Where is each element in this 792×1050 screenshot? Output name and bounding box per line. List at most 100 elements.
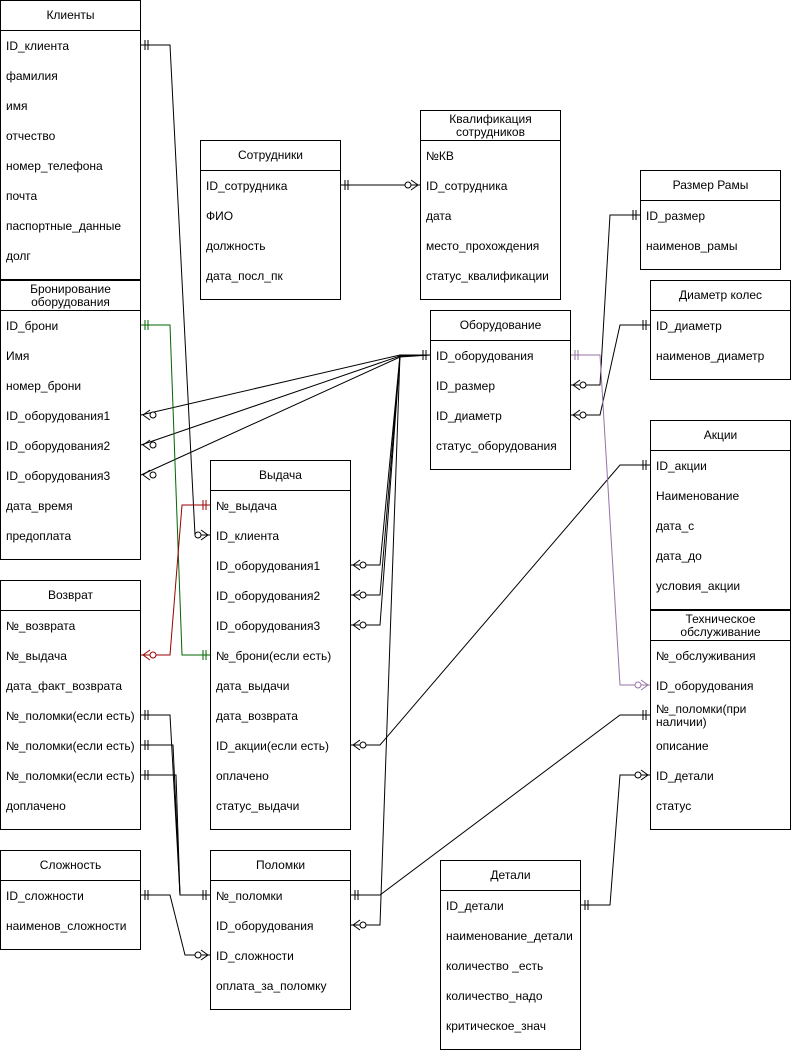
entity-field: наименов_сложности <box>6 918 127 933</box>
entity-field: ФИО <box>206 208 234 223</box>
entity-title: Акции <box>651 421 790 451</box>
entity-field: дата_факт_возврата <box>6 678 122 693</box>
entity-field: паспортные_данные <box>6 218 122 233</box>
entity-qualification: Квалификация сотрудников №КВ ID_сотрудника… <box>420 110 561 300</box>
entity-field: ID_сотрудника <box>206 178 288 193</box>
rel-issue-equipment-2 <box>351 350 430 601</box>
entity-field: ID_оборудования <box>656 678 754 693</box>
entity-field: №_возврата <box>6 618 76 633</box>
entity-field: дата_выдачи <box>216 678 290 693</box>
entity-field: №_выдача <box>216 498 277 513</box>
entity-title: Клиенты <box>1 1 140 31</box>
entity-field: наименов_диаметр <box>656 348 765 363</box>
entity-field: фамилия <box>6 68 58 83</box>
entity-field: условия_акции <box>656 578 741 593</box>
entity-title: Размер Рамы <box>641 171 780 201</box>
entity-field: ID_оборудования1 <box>6 408 111 423</box>
entity-title: Детали <box>441 861 580 891</box>
entity-field: дата_с <box>656 518 695 533</box>
rel-booking-equipment-1 <box>140 350 430 421</box>
entity-field: номер_телефона <box>6 158 103 173</box>
entity-field: ID_оборудования3 <box>216 618 321 633</box>
rel-return-breakdowns-2 <box>141 740 210 900</box>
entity-field: статус_выдачи <box>216 798 300 813</box>
entity-field: №КВ <box>426 148 454 163</box>
entity-field: ID_брони <box>6 318 59 333</box>
entity-field: ID_акции(если есть) <box>216 738 330 753</box>
rel-parts-maintenance <box>581 769 650 910</box>
entity-field: ID_детали <box>446 898 504 913</box>
entity-field: ID_оборудования3 <box>6 468 111 483</box>
entity-field: наименование_детали <box>446 928 573 943</box>
entity-field: №_поломки <box>216 888 283 903</box>
entity-field: ID_оборудования1 <box>216 558 321 573</box>
entity-field: дата_возврата <box>216 708 298 723</box>
entity-field: дата <box>426 208 452 223</box>
entity-field: ID_акции <box>656 458 707 473</box>
rel-issue-equipment-1 <box>351 350 430 571</box>
entity-title: Бронирование оборудования <box>1 281 140 311</box>
entity-field: доплачено <box>6 798 66 813</box>
entity-field: ID_детали <box>656 768 714 783</box>
entity-title: Оборудование <box>431 311 570 341</box>
entity-title: Сложность <box>1 851 140 881</box>
rel-frame-equipment <box>571 210 640 391</box>
entity-field: ID_оборудования <box>216 918 314 933</box>
entity-field: наименов_рамы <box>646 238 738 253</box>
rel-wheel-equipment <box>571 320 650 421</box>
entity-field: ID_оборудования <box>436 348 534 363</box>
entity-field: ID_размер <box>436 378 495 393</box>
rel-booking-equipment-2 <box>140 350 431 451</box>
entity-field: №_поломки(если есть) <box>6 708 135 723</box>
entity-field: место_прохождения <box>426 238 540 253</box>
entity-field: №_обслуживания <box>656 648 756 663</box>
entity-field: оплачено <box>216 768 269 783</box>
entity-field: дата_время <box>6 498 73 513</box>
entity-field: количество _есть <box>446 958 544 973</box>
rel-issue-equipment-3 <box>351 350 430 631</box>
rel-return-breakdowns-1 <box>141 710 210 900</box>
entity-title: Техническое обслуживание <box>651 611 790 641</box>
entity-title: Диаметр колес <box>651 281 790 311</box>
entity-field: предоплата <box>6 528 72 543</box>
entity-title: Квалификация сотрудников <box>421 111 560 141</box>
entity-field: №_поломки(если есть) <box>6 738 135 753</box>
entity-field: ID_сотрудника <box>426 178 508 193</box>
rel-issue-return <box>141 500 210 661</box>
entity-title: Поломки <box>211 851 350 881</box>
entity-title: Возврат <box>1 581 140 611</box>
rel-equipment-maintenance <box>571 350 650 691</box>
entity-field: дата_до <box>656 548 702 563</box>
entity-field: Имя <box>6 348 30 363</box>
entity-field: ID_размер <box>646 208 705 223</box>
entity-field: Наименование <box>656 488 740 503</box>
entity-field: оплата_за_поломку <box>216 978 327 993</box>
entity-field: статус_квалификации <box>426 268 549 283</box>
entity-field: имя <box>6 98 28 113</box>
entity-field: ID_оборудования2 <box>6 438 111 453</box>
entity-field: ID_диаметр <box>656 318 722 333</box>
entity-field: ID_сложности <box>216 948 294 963</box>
entity-field: ID_диаметр <box>436 408 502 423</box>
entity-field: ID_сложности <box>6 888 84 903</box>
entity-field: критическое_знач <box>446 1018 546 1033</box>
entity-title: Сотрудники <box>201 141 340 171</box>
entity-field: №_брони(если есть) <box>216 648 332 663</box>
entity-field: ID_оборудования2 <box>216 588 321 603</box>
rel-complexity-breakdowns <box>141 890 210 961</box>
rel-booking-issue <box>141 320 210 660</box>
entity-field: количество_надо <box>446 988 543 1003</box>
